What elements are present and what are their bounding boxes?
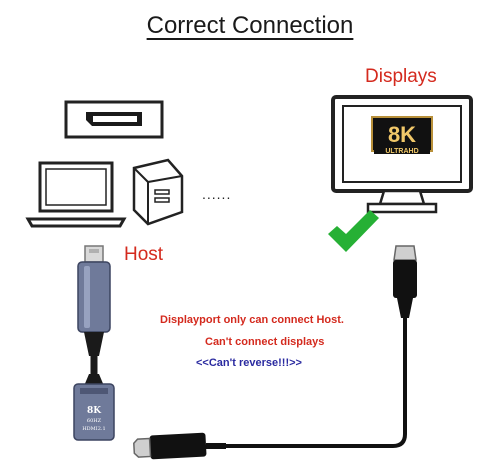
displayport-cable — [77, 245, 111, 386]
monitor-icon: 8K ULTRAHD — [331, 95, 473, 214]
displays-label: Displays — [365, 66, 437, 87]
monitor-badge-8k: 8K — [388, 122, 416, 147]
adapter-port-text: HDMI2.1 — [82, 426, 105, 432]
adapter-rate-text: 60HZ — [87, 418, 102, 424]
page-title: Correct Connection — [146, 12, 354, 39]
displayport-adapter: 8K 60HZ HDMI2.1 — [73, 383, 115, 441]
more-devices-ellipsis: ...... — [202, 186, 232, 202]
note-no-displays: Can't connect displays — [205, 336, 325, 348]
monitor-badge-ultrahd: ULTRAHD — [385, 148, 418, 155]
laptop-icon — [25, 161, 127, 228]
desktop-tower-icon — [132, 158, 184, 226]
displayport-port-icon — [64, 100, 164, 139]
hdmi-cable — [133, 245, 417, 460]
checkmark-icon — [328, 210, 379, 252]
host-label: Host — [124, 244, 164, 265]
adapter-res-text: 8K — [87, 406, 102, 416]
note-cant-reverse: <<Can't reverse!!!>> — [196, 357, 302, 369]
note-host-only: Displayport only can connect Host. — [160, 314, 344, 326]
